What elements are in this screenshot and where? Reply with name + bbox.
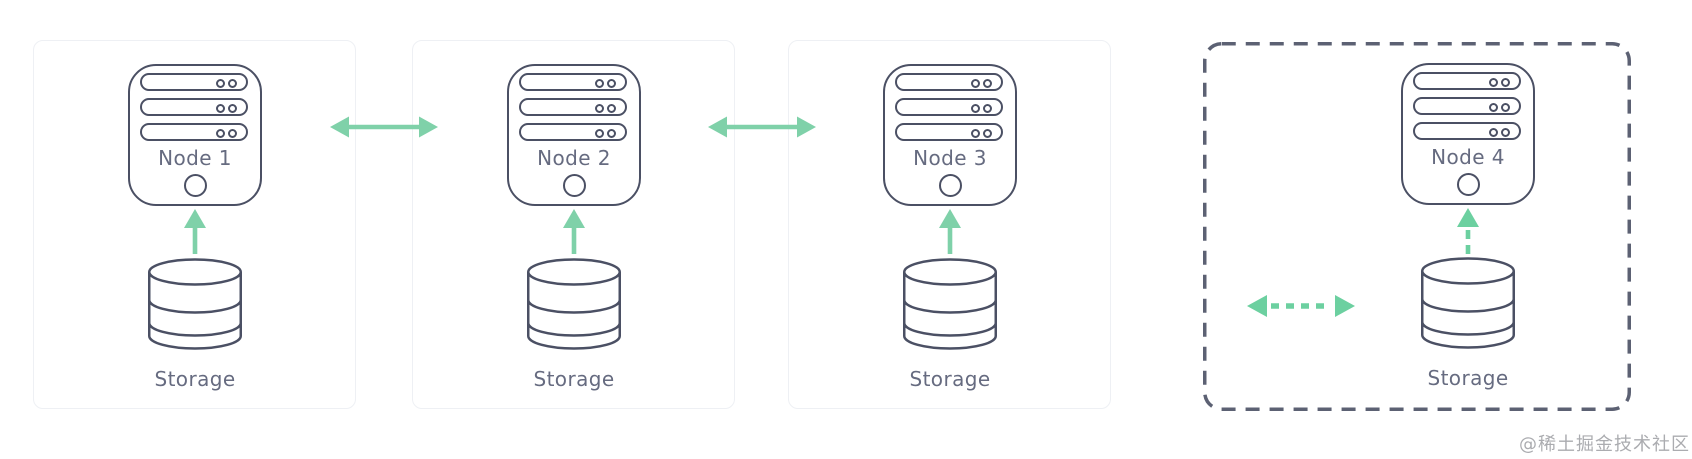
led-icon [1501,127,1510,137]
storage-icon [1421,257,1515,349]
power-indicator-icon [562,174,586,197]
node-group-3: Node 3 Storage [880,64,1020,394]
node-group-4: Node 4 Storage [1398,63,1538,393]
storage-to-node-arrow-icon [563,209,585,254]
led-icon [1489,102,1498,112]
node-link-arrow-icon [708,116,816,138]
node-label: Node 2 [537,146,611,170]
led-icon [971,103,980,113]
led-icon [1501,102,1510,112]
drive-bay [519,73,627,91]
led-icon [228,78,237,88]
node-group-2: Node 2 Storage [504,64,644,394]
drive-bay [519,98,627,116]
node-group-1: Node 1 Storage [125,64,265,394]
power-indicator-icon [938,174,962,197]
server-icon: Node 4 [1401,63,1535,205]
led-icon [1489,77,1498,87]
drive-bay [140,98,248,116]
server-icon: Node 1 [128,64,262,206]
led-icon [971,78,980,88]
storage-icon [148,258,242,350]
led-icon [228,103,237,113]
storage-icon [527,258,621,350]
dashed-border [1203,42,1631,411]
drive-bay [519,123,627,141]
led-icon [983,128,992,138]
pending-link-arrow-icon [1247,295,1355,317]
led-icon [607,103,616,113]
storage-label: Storage [154,367,236,391]
led-icon [607,78,616,88]
drive-bay [1413,122,1521,140]
node-card-3: Node 3 Storage [788,40,1111,409]
storage-icon [903,258,997,350]
led-icon [607,128,616,138]
led-icon [983,78,992,88]
led-icon [971,128,980,138]
storage-label: Storage [533,367,615,391]
storage-label: Storage [1427,366,1509,390]
led-icon [228,128,237,138]
led-icon [1489,127,1498,137]
power-indicator-icon [1456,173,1480,196]
storage-to-node-arrow-icon [184,209,206,254]
server-icon: Node 3 [883,64,1017,206]
drive-bay [140,123,248,141]
led-icon [216,103,225,113]
node-label: Node 1 [158,146,232,170]
storage-to-node-arrow-dashed-icon [1457,208,1479,254]
drive-bay [1413,97,1521,115]
node-label: Node 4 [1431,145,1505,169]
led-icon [983,103,992,113]
storage-to-node-arrow-icon [939,209,961,254]
server-icon: Node 2 [507,64,641,206]
storage-label: Storage [909,367,991,391]
node-link-arrow-icon [330,116,438,138]
node-label: Node 3 [913,146,987,170]
drive-bay [140,73,248,91]
node-card-2: Node 2 Storage [412,40,735,409]
led-icon [595,128,604,138]
watermark: @稀土掘金技术社区 [1519,434,1690,455]
led-icon [216,128,225,138]
drive-bay [1413,72,1521,90]
power-indicator-icon [183,174,207,197]
led-icon [595,78,604,88]
drive-bay [895,73,1003,91]
led-icon [216,78,225,88]
drive-bay [895,123,1003,141]
led-icon [1501,77,1510,87]
drive-bay [895,98,1003,116]
led-icon [595,103,604,113]
node-card-1: Node 1 Storage [33,40,356,409]
pending-node-box: Node 4 Storage [1203,42,1631,411]
